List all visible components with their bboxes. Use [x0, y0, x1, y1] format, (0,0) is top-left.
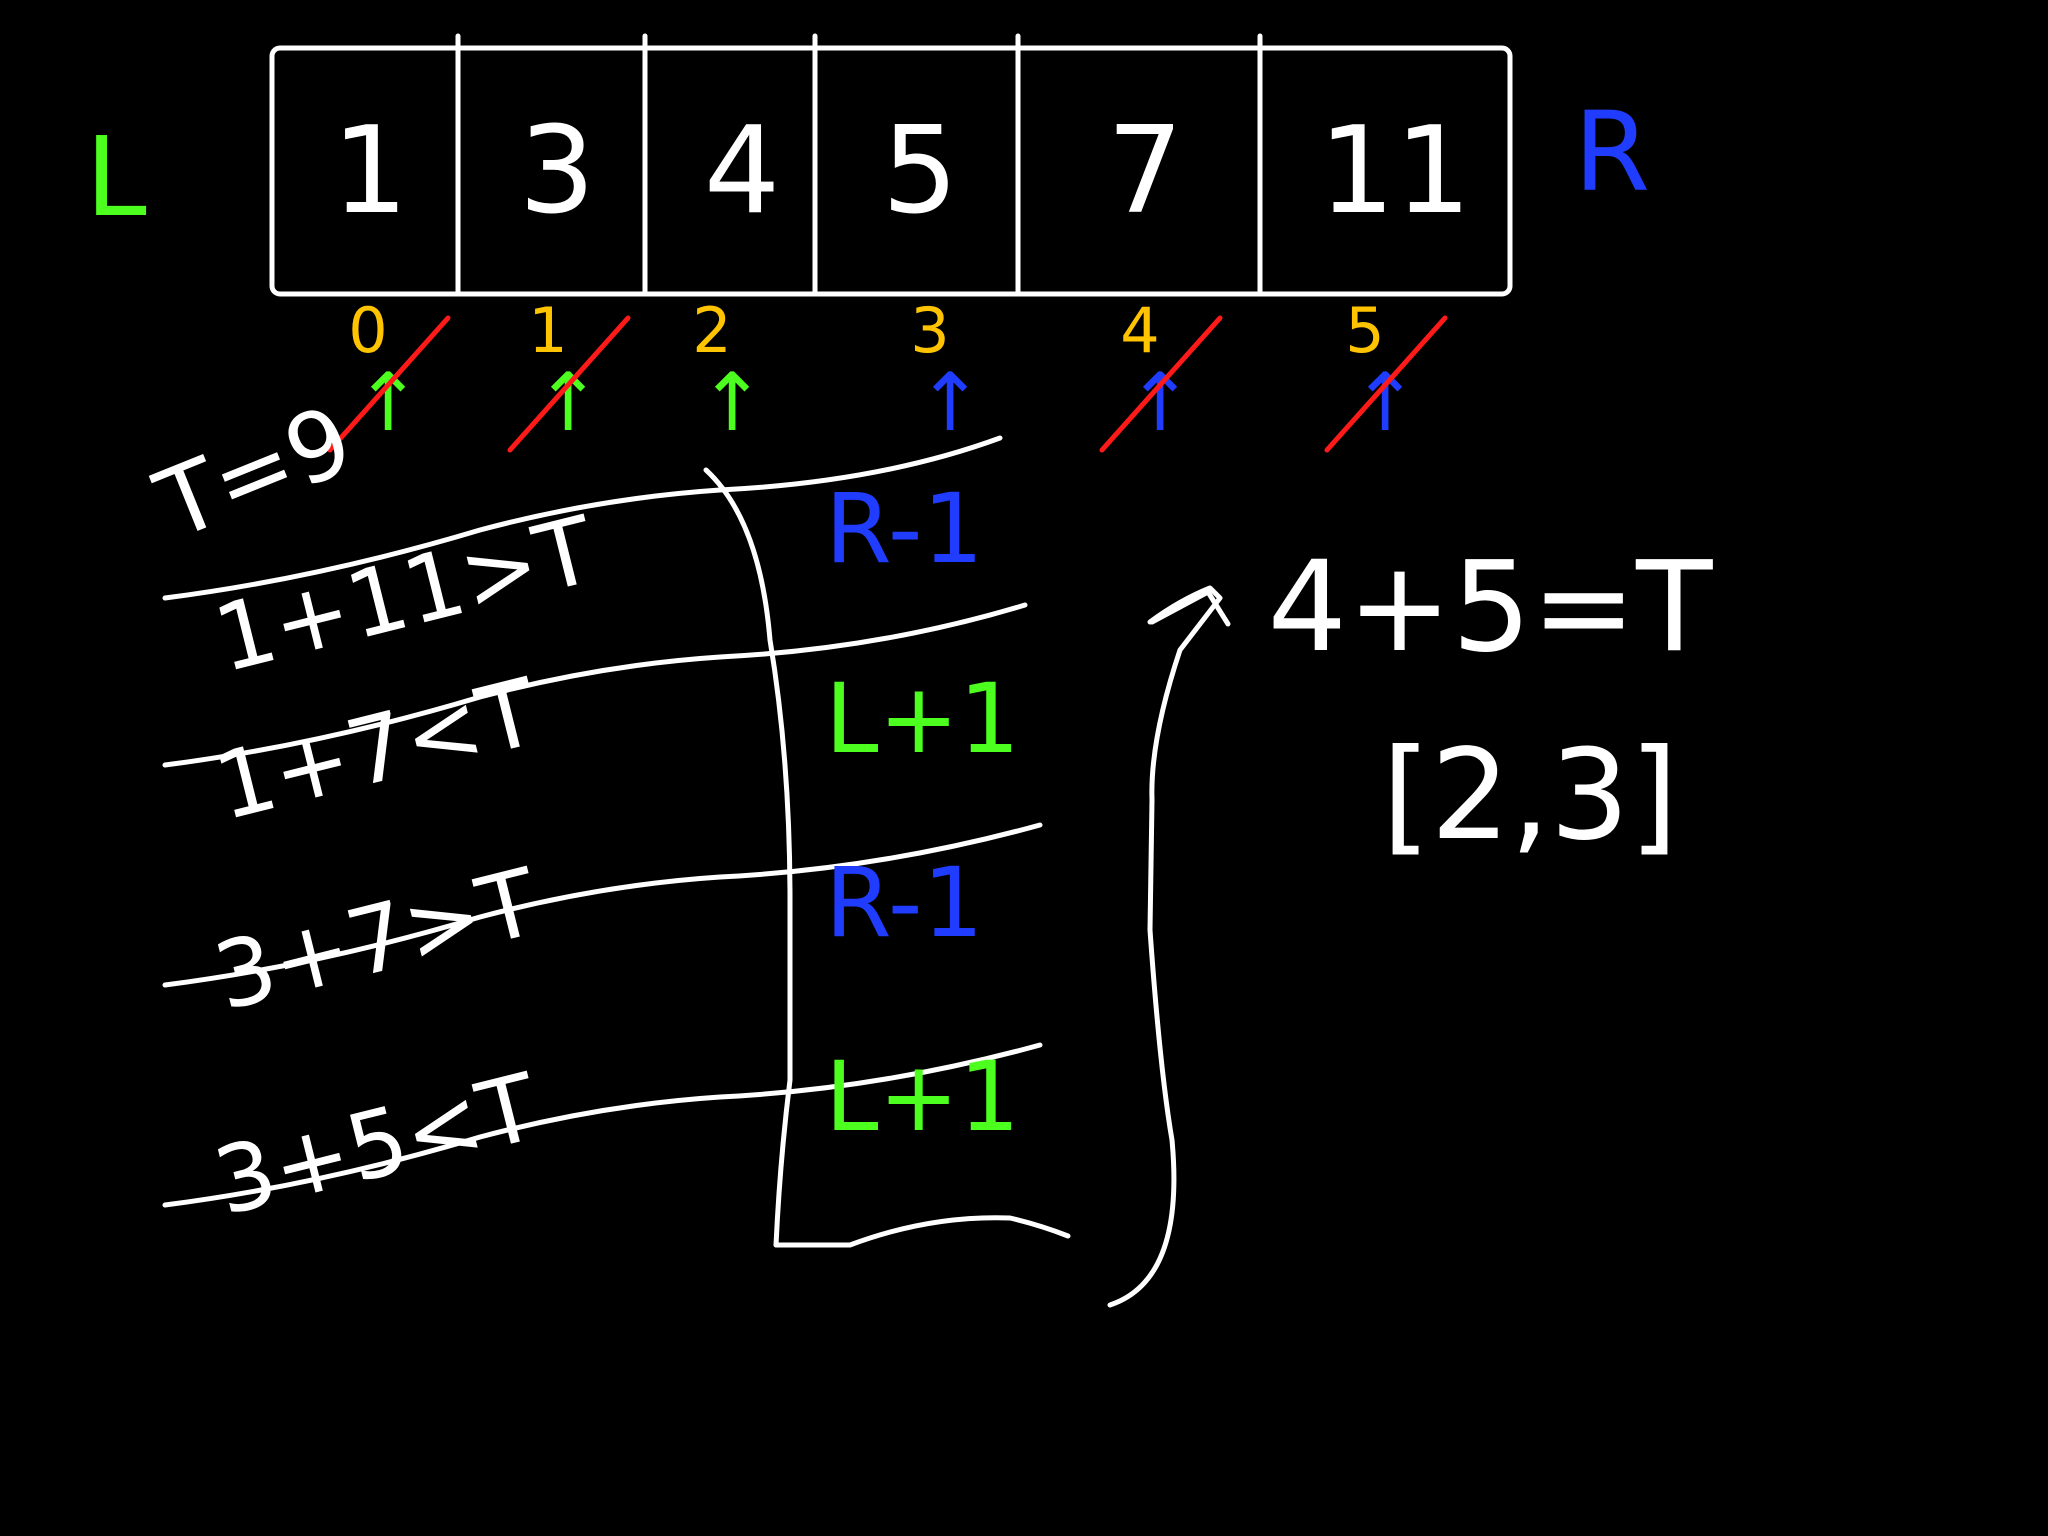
pointer-arrow-icon: ↑ — [1351, 356, 1418, 449]
array-index-label: 2 — [692, 294, 731, 367]
array-cell-value: 1 — [332, 102, 408, 241]
array-cell-value: 4 — [704, 102, 780, 241]
table-column-divider — [703, 467, 793, 1248]
array-cell-dividers — [455, 33, 1263, 295]
pointer-arrow-icon: ↑ — [354, 356, 421, 449]
right-pointer-label: R — [1574, 88, 1650, 216]
left-pointer-label: L — [85, 113, 146, 241]
array-cell-value: 3 — [519, 102, 595, 241]
table-row-divider — [162, 602, 1028, 768]
strike-mark — [327, 315, 451, 453]
strike-marks — [327, 315, 1448, 453]
step-comparison: 3+7>T — [204, 848, 548, 1031]
array-outline — [269, 45, 1513, 297]
strike-mark — [507, 315, 631, 453]
pointer-arrow-icon: ↑ — [698, 356, 765, 449]
result-bracket — [1107, 585, 1223, 1308]
array-index-label: 3 — [910, 294, 949, 367]
array-cell-value: 11 — [1319, 102, 1472, 241]
array-cell-value: 5 — [882, 102, 958, 241]
table-row-divider — [162, 1042, 1043, 1208]
strike-mark — [1324, 315, 1448, 453]
array-index-label: 1 — [528, 294, 567, 367]
result-equation: 4+5=T — [1268, 535, 1714, 680]
array-index-label: 5 — [1345, 294, 1384, 367]
pointer-arrow-icon: ↑ — [1126, 356, 1193, 449]
array-indices: 0 1 2 3 4 5 — [348, 294, 1384, 367]
target-value: T=9 — [141, 385, 367, 562]
array-cell-value: 7 — [1107, 102, 1183, 241]
result-bracket-arrowhead — [1149, 589, 1231, 627]
table-row-divider — [162, 435, 1003, 601]
step-action: R-1 — [825, 847, 984, 959]
step-action: R-1 — [825, 473, 984, 585]
strike-mark — [1099, 315, 1223, 453]
pointer-arrow-icon: ↑ — [534, 356, 601, 449]
step-comparison: 3+5<T — [204, 1053, 548, 1236]
result-panel: 4+5=T [2,3] — [1268, 535, 1714, 868]
array-pointer-arrows: ↑ ↑ ↑ ↑ ↑ ↑ — [354, 356, 1418, 449]
array-index-label: 4 — [1120, 294, 1159, 367]
array-index-label: 0 — [348, 294, 387, 367]
pointer-arrow-icon: ↑ — [916, 356, 983, 449]
result-answer: [2,3] — [1382, 723, 1678, 868]
table-bottom-line — [773, 1215, 1071, 1248]
table-row-divider — [162, 822, 1043, 988]
step-action: L+1 — [825, 1041, 1020, 1153]
step-action: L+1 — [825, 663, 1020, 775]
